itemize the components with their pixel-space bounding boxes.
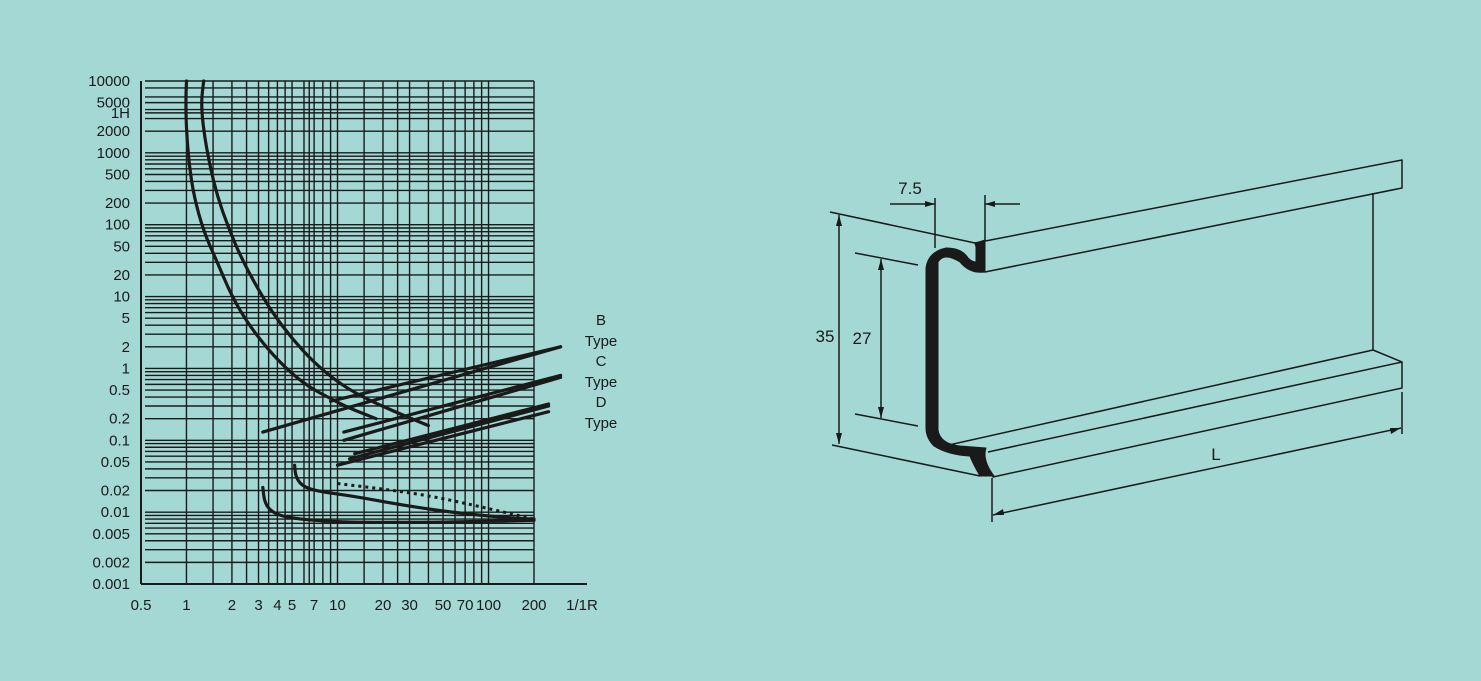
type-letter-label: D — [596, 394, 607, 411]
y-tick-label: 5000 — [97, 95, 130, 112]
type-word-label: Type — [585, 333, 618, 350]
type-word-label: Type — [585, 374, 618, 391]
dim-total-height: 35 — [816, 211, 981, 477]
type-word-label: Type — [585, 415, 618, 432]
y-tick-label: 50 — [113, 238, 130, 255]
dim-total-height-label: 35 — [816, 327, 835, 346]
series-curve — [184, 79, 378, 421]
x-tick-label: 20 — [375, 597, 392, 614]
series-curve — [261, 485, 536, 525]
series-curve — [335, 410, 551, 467]
y-tick-label: 0.5 — [109, 382, 130, 399]
y-tick-label: 0.2 — [109, 411, 130, 428]
x-tick-label: 5 — [288, 597, 296, 614]
y-tick-label: 0.1 — [109, 432, 130, 449]
y-tick-label: 10000 — [88, 73, 130, 90]
series-curve — [342, 375, 563, 442]
x-tick-label: 2 — [228, 597, 236, 614]
y-tick-label: 200 — [105, 195, 130, 212]
chart-grid — [140, 80, 535, 585]
chart-axes — [140, 81, 587, 585]
y-tick-label: 5 — [122, 310, 130, 327]
x-tick-label: 0.5 — [131, 597, 152, 614]
series-curve — [293, 463, 536, 521]
y-tick-label: 0.01 — [101, 504, 130, 521]
dim-inner-height-label: 27 — [853, 329, 872, 348]
y-tick-label: 0.005 — [92, 526, 130, 543]
x-tick-label: 70 — [457, 597, 474, 614]
x-tick-label: 200 — [521, 597, 546, 614]
y-tick-label: 1000 — [97, 145, 130, 162]
x-tick-label: 7 — [310, 597, 318, 614]
type-letter-label: C — [596, 353, 607, 370]
series-curve — [347, 404, 551, 461]
rail-profile-section — [925, 239, 995, 477]
y-tick-label: 500 — [105, 166, 130, 183]
x-tick-label: 1 — [182, 597, 190, 614]
series-curve — [342, 373, 563, 434]
x-tick-label: 4 — [273, 597, 281, 614]
y-tick-label: 0.001 — [92, 576, 130, 593]
y-tick-label: 2000 — [97, 123, 130, 140]
y-tick-label: 0.002 — [92, 554, 130, 571]
y-tick-label: 1H — [111, 105, 130, 122]
dim-flange-label: 7.5 — [898, 179, 922, 198]
y-tick-label: 2 — [122, 339, 130, 356]
dim-flange: 7.5 — [890, 179, 1020, 248]
dim-length: L — [991, 392, 1403, 522]
din-rail-drawing: 7.5 35 27 L — [816, 159, 1403, 522]
x-tick-label: 10 — [329, 597, 346, 614]
series-curve — [261, 345, 563, 434]
type-letter-label: B — [596, 312, 606, 329]
x-tick-label: 100 — [476, 597, 501, 614]
time-current-chart: 1000050001H200010005002001005020105210.5… — [88, 73, 617, 614]
dim-inner-height: 27 — [853, 252, 919, 427]
rail-bottom-flange-edge — [987, 361, 1403, 453]
x-tick-label: 3 — [254, 597, 262, 614]
dim-length-label: L — [1211, 445, 1220, 464]
series-curve — [200, 79, 430, 428]
y-tick-label: 100 — [105, 217, 130, 234]
y-tick-label: 0.05 — [101, 454, 130, 471]
x-tick-label: 30 — [401, 597, 418, 614]
y-tick-label: 10 — [113, 289, 130, 306]
x-tick-label: 50 — [435, 597, 452, 614]
y-tick-label: 20 — [113, 267, 130, 284]
series-curve — [353, 402, 551, 456]
x-tick-label: 1/1R — [566, 597, 598, 614]
series-curve — [329, 345, 563, 403]
y-tick-label: 0.02 — [101, 483, 130, 500]
y-tick-label: 1 — [122, 360, 130, 377]
chart-curves — [184, 79, 563, 525]
